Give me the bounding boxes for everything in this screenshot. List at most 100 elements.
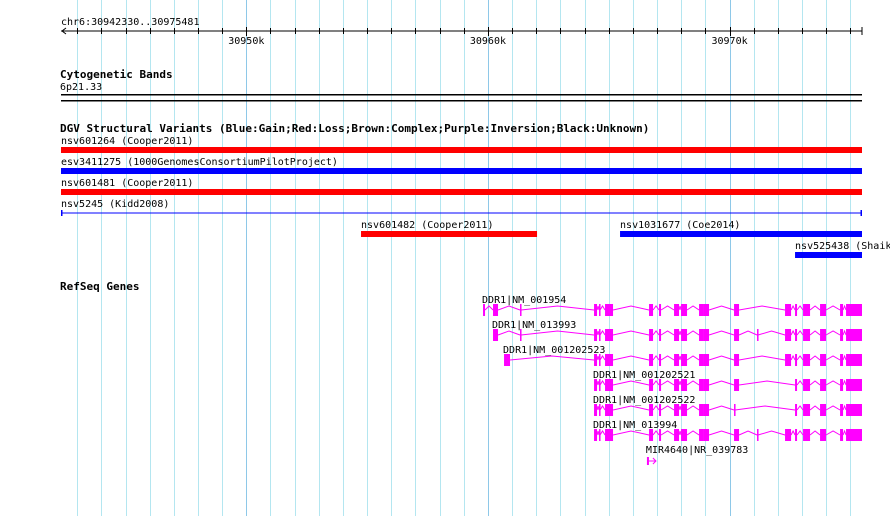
exon[interactable]	[674, 354, 680, 366]
variant-feature[interactable]: nsv601264 (Cooper2011)	[61, 136, 862, 153]
exon[interactable]	[803, 429, 811, 441]
variant-bar[interactable]	[795, 252, 862, 258]
exon[interactable]	[803, 404, 811, 416]
exon[interactable]	[846, 379, 862, 391]
exon[interactable]	[803, 304, 811, 316]
exon[interactable]	[605, 429, 614, 441]
variant-bar[interactable]	[61, 189, 862, 195]
exon[interactable]	[703, 404, 710, 416]
variant-feature[interactable]: nsv1031677 (Coe2014)	[620, 220, 862, 237]
exon[interactable]	[674, 379, 680, 391]
exon[interactable]	[649, 329, 654, 341]
exon[interactable]	[681, 429, 688, 441]
exon[interactable]	[605, 304, 614, 316]
variant-feature[interactable]: nsv5245 (Kidd2008)	[61, 199, 862, 216]
exon[interactable]	[699, 304, 704, 316]
variant-line[interactable]	[61, 212, 862, 214]
exon[interactable]	[795, 304, 798, 316]
variant-feature[interactable]: nsv601481 (Cooper2011)	[61, 178, 862, 195]
transcript[interactable]: DDR1|NM_001954	[482, 295, 862, 316]
exon[interactable]	[820, 379, 827, 391]
mirna-exon[interactable]	[646, 457, 649, 465]
exon[interactable]	[594, 379, 598, 391]
exon[interactable]	[734, 329, 740, 341]
exon[interactable]	[504, 354, 511, 366]
exon[interactable]	[795, 354, 798, 366]
exon[interactable]	[757, 429, 759, 441]
exon[interactable]	[493, 329, 499, 341]
exon[interactable]	[674, 329, 680, 341]
transcript[interactable]: DDR1|NM_013993	[492, 320, 862, 341]
variant-bar[interactable]	[61, 147, 862, 153]
exon[interactable]	[599, 379, 601, 391]
exon[interactable]	[659, 329, 662, 341]
exon[interactable]	[785, 304, 792, 316]
exon[interactable]	[605, 379, 614, 391]
exon[interactable]	[840, 379, 844, 391]
exon[interactable]	[659, 429, 662, 441]
transcript[interactable]: DDR1|NM_001202522	[593, 395, 862, 416]
exon[interactable]	[659, 404, 662, 416]
exon[interactable]	[840, 354, 844, 366]
exon[interactable]	[757, 329, 759, 341]
variant-feature[interactable]: nsv525438 (Shaik	[795, 241, 890, 258]
exon[interactable]	[681, 404, 688, 416]
exon[interactable]	[734, 429, 740, 441]
exon[interactable]	[674, 304, 680, 316]
variant-bar[interactable]	[620, 231, 862, 237]
exon[interactable]	[840, 429, 844, 441]
exon[interactable]	[703, 304, 710, 316]
exon[interactable]	[820, 329, 827, 341]
exon[interactable]	[520, 304, 522, 316]
exon[interactable]	[703, 354, 710, 366]
exon[interactable]	[803, 379, 811, 391]
exon[interactable]	[840, 404, 844, 416]
exon[interactable]	[803, 354, 811, 366]
exon[interactable]	[699, 329, 704, 341]
exon[interactable]	[846, 404, 862, 416]
exon[interactable]	[599, 304, 601, 316]
exon[interactable]	[734, 379, 740, 391]
exon[interactable]	[594, 304, 598, 316]
exon[interactable]	[659, 304, 662, 316]
transcript[interactable]: DDR1|NM_001202521	[593, 370, 862, 391]
exon[interactable]	[674, 404, 680, 416]
transcript[interactable]: DDR1|NM_001202523	[503, 345, 862, 366]
ruler-left-arrow-icon[interactable]	[61, 27, 67, 35]
variant-bar[interactable]	[61, 168, 862, 174]
exon[interactable]	[703, 329, 710, 341]
exon[interactable]	[846, 354, 862, 366]
exon[interactable]	[734, 304, 740, 316]
exon[interactable]	[594, 329, 598, 341]
exon[interactable]	[795, 429, 798, 441]
exon[interactable]	[605, 354, 614, 366]
exon[interactable]	[703, 429, 710, 441]
exon[interactable]	[681, 304, 688, 316]
exon[interactable]	[599, 354, 601, 366]
exon[interactable]	[785, 429, 792, 441]
exon[interactable]	[699, 354, 704, 366]
exon[interactable]	[699, 379, 704, 391]
variant-feature[interactable]: nsv601482 (Cooper2011)	[361, 220, 538, 237]
exon[interactable]	[594, 429, 598, 441]
exon[interactable]	[681, 329, 688, 341]
exon[interactable]	[659, 379, 662, 391]
exon[interactable]	[649, 404, 654, 416]
exon[interactable]	[493, 304, 499, 316]
variant-bar[interactable]	[361, 231, 538, 237]
exon[interactable]	[699, 429, 704, 441]
exon[interactable]	[681, 354, 688, 366]
exon[interactable]	[594, 354, 598, 366]
transcript[interactable]: DDR1|NM_013994	[593, 420, 862, 441]
exon[interactable]	[649, 304, 654, 316]
exon[interactable]	[803, 329, 811, 341]
exon[interactable]	[785, 354, 792, 366]
exon[interactable]	[699, 404, 704, 416]
exon[interactable]	[674, 429, 680, 441]
exon[interactable]	[605, 404, 614, 416]
exon[interactable]	[734, 354, 740, 366]
exon[interactable]	[820, 429, 827, 441]
transcript[interactable]: MIR4640|NR_039783	[646, 445, 748, 465]
